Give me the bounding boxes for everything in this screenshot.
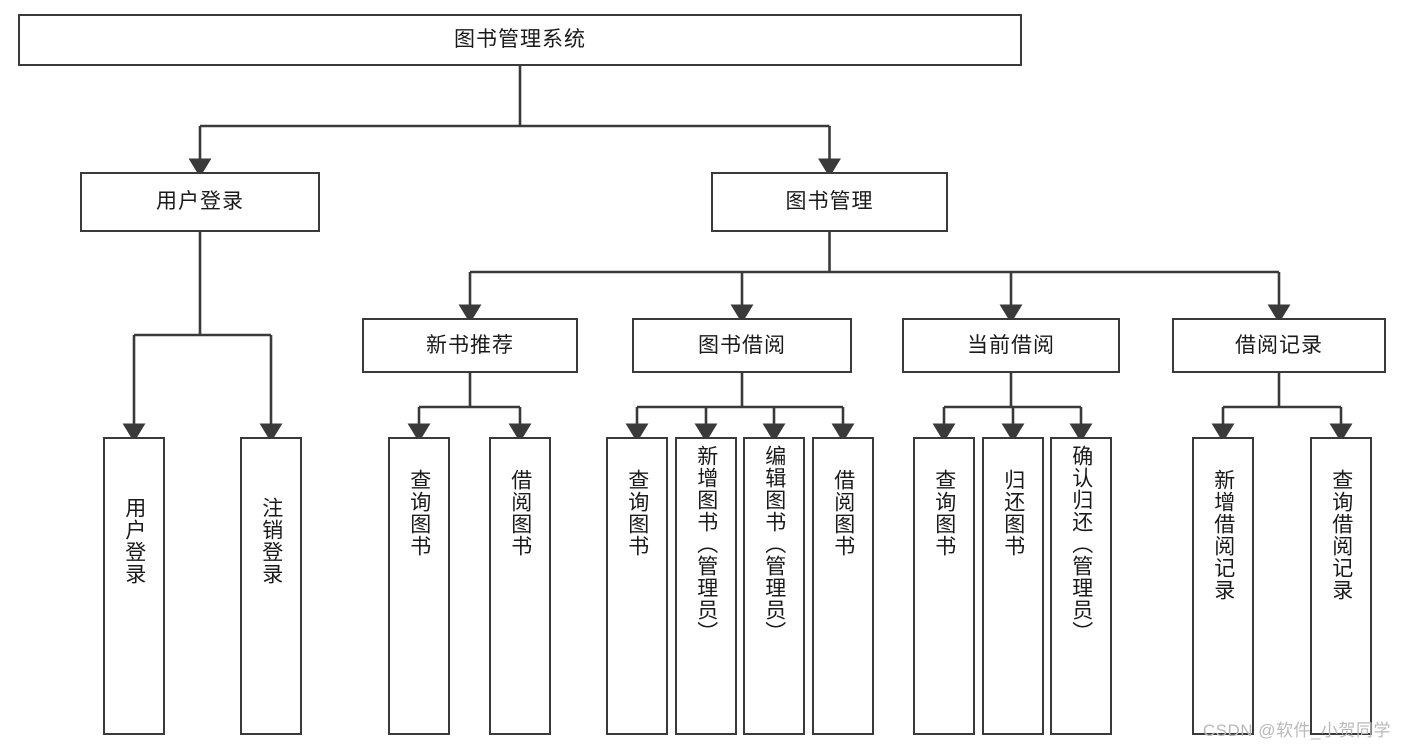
- function-node-leaf-add-book-label: 新增图书（管理员）: [694, 445, 718, 643]
- function-node-leaf-add-record[interactable]: 新增借阅记录: [1192, 437, 1254, 735]
- submodule-node-new-book-recommend[interactable]: 新书推荐: [362, 318, 578, 373]
- function-node-leaf-logout-label: 注销登录: [259, 497, 283, 585]
- function-node-leaf-add-book[interactable]: 新增图书（管理员）: [675, 437, 737, 735]
- submodule-node-borrow-record[interactable]: 借阅记录: [1172, 318, 1386, 373]
- module-node-book-manage[interactable]: 图书管理: [711, 172, 948, 232]
- function-node-leaf-query-record[interactable]: 查询借阅记录: [1310, 437, 1372, 735]
- watermark-text: CSDN @软件_小贺同学: [1202, 721, 1391, 740]
- function-node-leaf-edit-book-label: 编辑图书（管理员）: [762, 445, 786, 643]
- function-node-leaf-user-login-label: 用户登录: [122, 497, 146, 585]
- function-node-leaf-add-record-label: 新增借阅记录: [1211, 469, 1235, 601]
- function-node-leaf-query-book-borrow[interactable]: 查询图书: [606, 437, 668, 735]
- function-node-leaf-edit-book[interactable]: 编辑图书（管理员）: [743, 437, 805, 735]
- function-node-leaf-confirm-return-label: 确认归还（管理员）: [1069, 445, 1093, 643]
- function-node-leaf-query-book-cur[interactable]: 查询图书: [913, 437, 975, 735]
- function-node-leaf-query-record-label: 查询借阅记录: [1329, 469, 1353, 601]
- function-node-leaf-return-book-label: 归还图书: [1001, 469, 1025, 557]
- root-node-图书管理系统-label: 图书管理系统: [454, 28, 586, 52]
- submodule-node-new-book-recommend-label: 新书推荐: [426, 333, 514, 357]
- module-node-user-login[interactable]: 用户登录: [80, 172, 320, 232]
- function-node-leaf-query-book-rec[interactable]: 查询图书: [388, 437, 450, 735]
- module-node-user-login-label: 用户登录: [156, 190, 244, 214]
- submodule-node-current-borrow-label: 当前借阅: [967, 333, 1055, 357]
- function-node-leaf-borrow-book-rec[interactable]: 借阅图书: [489, 437, 551, 735]
- function-node-leaf-query-book-cur-label: 查询图书: [932, 469, 956, 557]
- function-node-leaf-logout[interactable]: 注销登录: [240, 437, 302, 735]
- function-node-leaf-query-book-borrow-label: 查询图书: [625, 469, 649, 557]
- edge-paths: [122, 66, 1353, 443]
- function-node-leaf-borrow-book[interactable]: 借阅图书: [812, 437, 874, 735]
- root-node-图书管理系统[interactable]: 图书管理系统: [18, 14, 1022, 66]
- function-node-leaf-return-book[interactable]: 归还图书: [982, 437, 1044, 735]
- module-node-book-manage-label: 图书管理: [785, 190, 874, 214]
- submodule-node-book-borrow-label: 图书借阅: [698, 333, 786, 357]
- submodule-node-current-borrow[interactable]: 当前借阅: [902, 318, 1120, 373]
- function-node-leaf-user-login[interactable]: 用户登录: [103, 437, 165, 735]
- function-node-leaf-query-book-rec-label: 查询图书: [407, 469, 431, 557]
- function-node-leaf-confirm-return[interactable]: 确认归还（管理员）: [1050, 437, 1112, 735]
- function-node-leaf-borrow-book-rec-label: 借阅图书: [508, 469, 532, 557]
- submodule-node-book-borrow[interactable]: 图书借阅: [632, 318, 852, 373]
- function-node-leaf-borrow-book-label: 借阅图书: [831, 469, 855, 557]
- submodule-node-borrow-record-label: 借阅记录: [1235, 333, 1323, 357]
